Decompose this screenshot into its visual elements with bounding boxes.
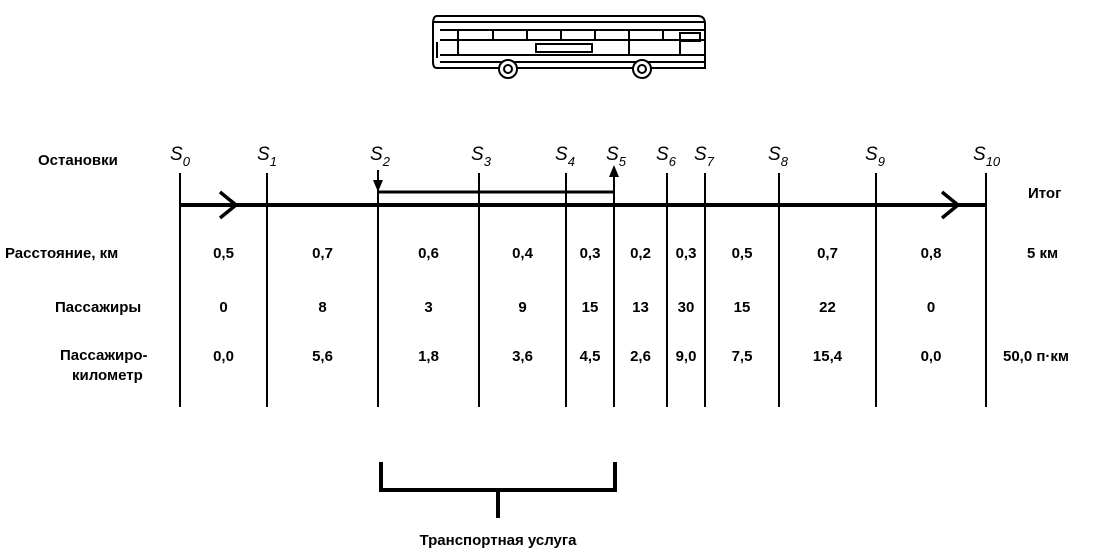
segment-4-passengers: 9	[518, 299, 526, 316]
stop-label-s0: S0	[170, 144, 191, 169]
bus-icon	[432, 15, 706, 79]
stop-label-s7: S7	[694, 144, 715, 169]
stop-label-s10: S10	[973, 144, 1001, 169]
segment-1-passengers: 0	[219, 299, 227, 316]
segment-10-pkm: 0,0	[921, 348, 942, 365]
stop-label-s5: S5	[606, 144, 627, 169]
segment-6-pkm: 2,6	[630, 348, 651, 365]
segment-5-passengers: 15	[582, 299, 599, 316]
row-label-pkm-line2: километр	[72, 367, 143, 384]
stop-labels: S0 S1 S2 S3 S4 S5 S6 S7 S8 S9 S10	[170, 144, 1001, 169]
segment-3-distance: 0,6	[418, 245, 439, 262]
service-trip-arrow	[373, 165, 619, 194]
segment-5-pkm: 4,5	[580, 348, 601, 365]
total-pkm: 50,0 п·км	[1003, 348, 1069, 365]
segment-10-passengers: 0	[927, 299, 935, 316]
segment-9-distance: 0,7	[817, 245, 838, 262]
segment-7-distance: 0,3	[676, 245, 697, 262]
row-label-passengers: Пассажиры	[55, 299, 141, 316]
route-arrow-start	[218, 190, 239, 220]
segment-2-distance: 0,7	[312, 245, 333, 262]
stop-label-s2: S2	[370, 144, 391, 169]
row-label-distance: Расстояние, км	[5, 245, 118, 262]
segment-6-distance: 0,2	[630, 245, 651, 262]
segment-1-pkm: 0,0	[213, 348, 234, 365]
row-label-stops: Остановки	[38, 152, 118, 169]
stop-label-s8: S8	[768, 144, 789, 169]
segment-4-pkm: 3,6	[512, 348, 533, 365]
segment-3-passengers: 3	[424, 299, 432, 316]
segment-9-passengers: 22	[819, 299, 836, 316]
segment-6-passengers: 13	[632, 299, 649, 316]
segment-1-distance: 0,5	[213, 245, 234, 262]
segment-9-pkm: 15,4	[813, 348, 843, 365]
stop-lines	[179, 173, 987, 407]
total-label: Итог	[1028, 185, 1061, 202]
row-label-pkm-line1: Пассажиро-	[60, 347, 148, 364]
stop-label-s1: S1	[257, 144, 277, 169]
segment-7-pkm: 9,0	[676, 348, 697, 365]
total-distance: 5 км	[1027, 245, 1058, 262]
stop-label-s4: S4	[555, 144, 575, 169]
segment-2-passengers: 8	[318, 299, 326, 316]
segment-10-distance: 0,8	[921, 245, 942, 262]
service-label: Транспортная услуга	[420, 532, 578, 549]
stop-label-s3: S3	[471, 144, 492, 169]
segment-4-distance: 0,4	[512, 245, 534, 262]
segment-5-distance: 0,3	[580, 245, 601, 262]
segment-8-passengers: 15	[734, 299, 751, 316]
stop-label-s9: S9	[865, 144, 885, 169]
segment-8-distance: 0,5	[732, 245, 753, 262]
stop-label-s6: S6	[656, 144, 677, 169]
segment-7-passengers: 30	[678, 299, 695, 316]
service-bracket	[379, 462, 617, 518]
segment-values: 0,5 0 0,0 0,7 8 5,6 0,6 3 1,8 0,4 9 3,6 0,3 15 4,5 0,2 1…	[213, 245, 941, 365]
segment-3-pkm: 1,8	[418, 348, 439, 365]
segment-8-pkm: 7,5	[732, 348, 753, 365]
route-arrow-end	[940, 190, 961, 220]
segment-2-pkm: 5,6	[312, 348, 333, 365]
